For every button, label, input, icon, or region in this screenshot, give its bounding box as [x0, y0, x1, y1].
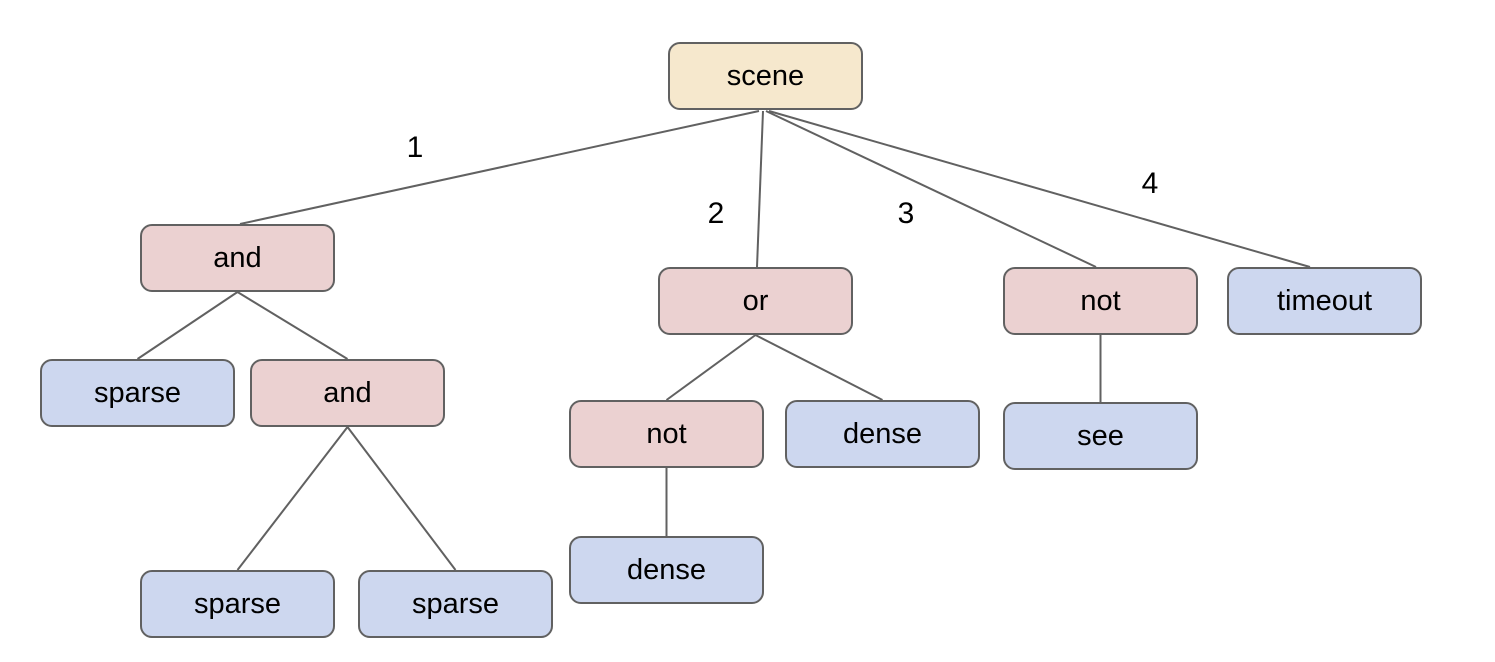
- node-and1: and: [140, 224, 335, 292]
- edge-scene-not1: [765, 110, 1097, 268]
- node-sparse3: sparse: [358, 570, 553, 638]
- edge-label-1: 1: [406, 131, 424, 164]
- edge-and2-sparse2: [236, 426, 349, 571]
- edge-label-2: 2: [707, 197, 725, 230]
- edge-scene-or1: [756, 110, 764, 268]
- edge-label-3: 3: [897, 197, 915, 230]
- edge-or1-dense1: [755, 334, 883, 401]
- edge-scene-and1: [239, 110, 760, 225]
- node-or1: or: [658, 267, 853, 335]
- node-timeout1: timeout: [1227, 267, 1422, 335]
- edge-and2-sparse3: [346, 426, 457, 571]
- node-not2: not: [569, 400, 764, 468]
- node-and2: and: [250, 359, 445, 427]
- node-sparse2: sparse: [140, 570, 335, 638]
- node-dense2: dense: [569, 536, 764, 604]
- node-scene: scene: [668, 42, 863, 110]
- edge-and1-and2: [236, 291, 349, 360]
- node-see1: see: [1003, 402, 1198, 470]
- edge-scene-timeout1: [768, 110, 1311, 268]
- node-sparse1: sparse: [40, 359, 235, 427]
- edge-label-4: 4: [1141, 167, 1159, 200]
- node-not1: not: [1003, 267, 1198, 335]
- edge-and1-sparse1: [136, 291, 239, 360]
- node-dense1: dense: [785, 400, 980, 468]
- edge-or1-not2: [665, 334, 757, 401]
